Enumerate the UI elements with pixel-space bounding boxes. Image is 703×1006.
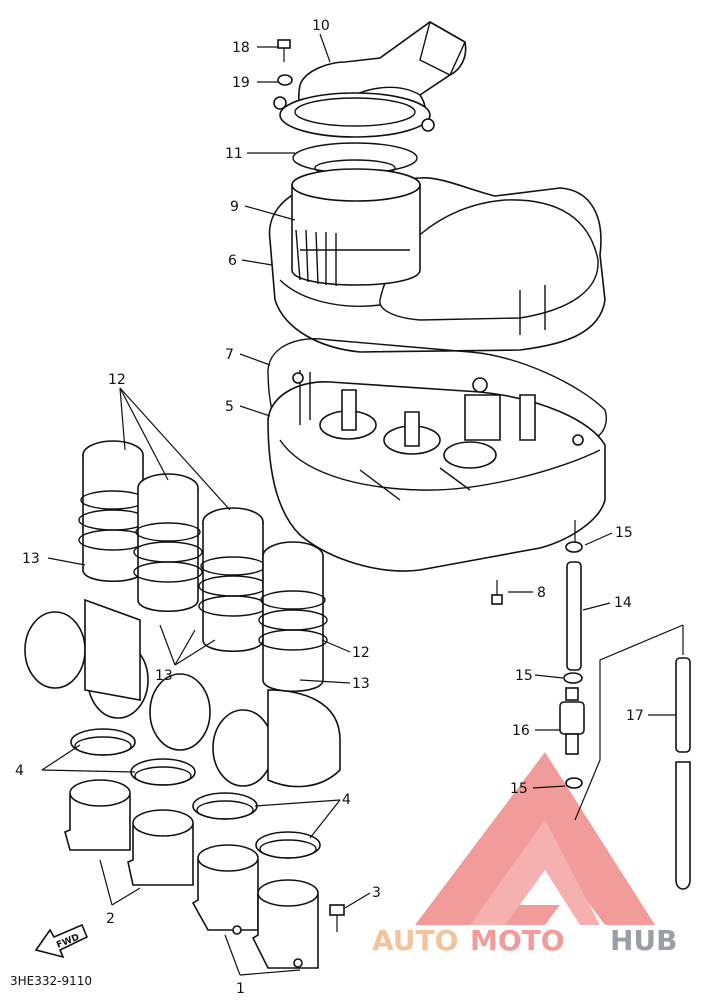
leader-lines — [41, 33, 676, 976]
callout-14: 14 — [614, 595, 632, 611]
callout-4b: 4 — [342, 792, 351, 808]
hose-17 — [574, 624, 691, 890]
callout-12b: 12 — [352, 645, 370, 661]
carburetor-bodies — [24, 598, 341, 788]
callout-10: 10 — [312, 18, 330, 34]
clamp-4-right-upper — [192, 792, 258, 820]
diagram-code: 3HE332-9110 — [10, 974, 92, 988]
callout-11: 11 — [225, 146, 243, 162]
carb-joint-2 — [133, 473, 203, 613]
carb-joint-1 — [78, 440, 148, 583]
callout-4a: 4 — [15, 763, 24, 779]
clip-15-bottom — [565, 777, 583, 789]
clip-15-top — [565, 541, 583, 553]
callout-15c: 15 — [510, 781, 528, 797]
callout-16: 16 — [512, 723, 530, 739]
callout-13b: 13 — [155, 668, 173, 684]
air-cleaner-case-lower — [267, 370, 606, 572]
clamp-4-left-upper — [70, 728, 136, 756]
screw-18 — [277, 39, 291, 62]
intake-joint-2-right — [127, 809, 194, 886]
callout-13c: 13 — [352, 676, 370, 692]
watermark-text-auto: AUTO — [372, 924, 458, 957]
air-filter-element — [291, 168, 421, 286]
intake-joint-2-left — [64, 779, 131, 851]
callout-labels: 10 18 19 11 9 6 7 5 12 13 13 12 13 4 4 2… — [15, 18, 644, 997]
callout-5: 5 — [225, 399, 234, 415]
clip-15-middle — [563, 672, 583, 684]
callout-3: 3 — [372, 885, 381, 901]
callout-9: 9 — [230, 199, 239, 215]
callout-1: 1 — [236, 981, 245, 997]
forward-arrow: FWD — [34, 923, 89, 959]
callout-6: 6 — [228, 253, 237, 269]
carb-joint-4 — [258, 541, 328, 693]
callout-15b: 15 — [515, 668, 533, 684]
drain-plug-16 — [559, 687, 585, 755]
washer-19 — [277, 74, 293, 86]
callout-7: 7 — [225, 347, 234, 363]
callout-17: 17 — [626, 708, 644, 724]
carb-joint-3 — [198, 507, 268, 653]
clamp-4-right-lower — [255, 831, 321, 859]
callout-2: 2 — [106, 911, 115, 927]
callout-12a: 12 — [108, 372, 126, 388]
bolt-8 — [491, 580, 503, 605]
intake-duct — [273, 20, 467, 138]
watermark-logo: AUTO MOTO HUB — [372, 752, 678, 957]
callout-18: 18 — [232, 40, 250, 56]
callout-8: 8 — [537, 585, 546, 601]
callout-13a: 13 — [22, 551, 40, 567]
clamp-4-left-lower — [130, 758, 196, 786]
intake-joint-1-left — [191, 844, 259, 935]
drain-tube-14 — [566, 561, 582, 671]
intake-joint-1-right — [251, 879, 319, 969]
watermark-text-moto: MOTO — [470, 924, 565, 957]
callout-15a: 15 — [615, 525, 633, 541]
watermark-text-hub: HUB — [610, 924, 678, 957]
screw-3 — [329, 904, 345, 932]
callout-19: 19 — [232, 75, 250, 91]
watermark-triangle-inner — [470, 820, 600, 925]
